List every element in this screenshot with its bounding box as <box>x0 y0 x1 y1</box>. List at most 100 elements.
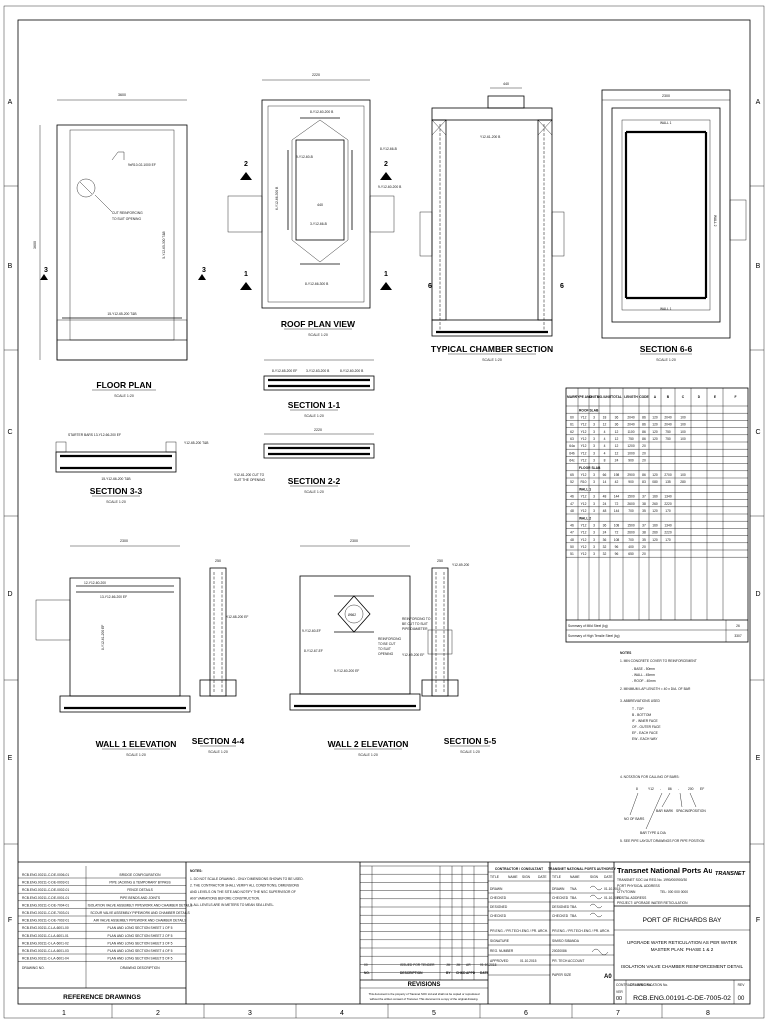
section-mark-1-right: 1 <box>384 271 388 278</box>
typical-section-scale: SCALE 1:20 <box>482 358 502 362</box>
notes-line: 2. MINIMUM LAP LENGTH = 40 x DIA. OF BAR <box>620 687 691 691</box>
schedule-cell: 47 <box>570 502 574 506</box>
schedule-cell: 18 <box>603 415 607 419</box>
drawing-border <box>17 19 751 1005</box>
ref-col-description: DRAWING DESCRIPTION <box>120 966 160 970</box>
schedule-summary-high-value: 3307 <box>734 634 742 638</box>
floor-plan-dim-side: 3600 <box>33 241 37 249</box>
section-22-note-1: Y12-61-200 CUT TO <box>234 473 265 477</box>
notes-line: B - BOTTOM <box>632 713 651 717</box>
section-44-bar: Y12-68-200 EF <box>226 615 248 619</box>
contractor-col: TITLE <box>490 875 500 879</box>
notes-line: EF - EACH FACE <box>632 731 659 735</box>
ref-drawing-description: SCOUR VALVE ASSEMBLY PIPEWORK AND CHAMBE… <box>90 911 190 915</box>
schedule-cell: 12 <box>615 430 619 434</box>
schedule-header: LENGTH <box>624 395 638 399</box>
roof-plan-dim-top: 2220 <box>312 73 320 77</box>
notation-label: NO OF BARS <box>624 817 645 821</box>
section-4-4-view: 250 Y12-68-200 EF SECTION 4-4 SCALE 1:20 <box>192 559 249 754</box>
schedule-header: TOTAL <box>611 395 622 399</box>
schedule-cell: Y12 <box>581 423 587 427</box>
schedule-cell: 3 <box>593 531 595 535</box>
general-note-line: 1. DO NOT SCALE DRAWING - ONLY DIMENSION… <box>190 877 304 881</box>
schedule-cell: 700 <box>628 509 634 513</box>
schedule-cell: 750 <box>665 430 671 434</box>
notes-line: IF - INNER FACE <box>632 719 658 723</box>
schedule-cell: 36 <box>603 523 607 527</box>
schedule-header: D <box>698 395 701 399</box>
schedule-cell: 47 <box>570 531 574 535</box>
section-1-1-view: 8-Y12-65-200 EF 3-Y12-63-200 B 8-Y12-60-… <box>263 359 375 418</box>
wall2-bar-1: 9-Y12-60-EF <box>302 629 321 633</box>
schedule-cell: 120 <box>652 437 658 441</box>
schedule-cell: Y12 <box>581 473 587 477</box>
tnpa-cell: DESIGNED <box>552 905 570 909</box>
section-33-scale: SCALE 1:20 <box>106 500 126 504</box>
grid-row-right-E: E <box>756 755 761 762</box>
schedule-cell: 61 <box>570 423 574 427</box>
schedule-cell: 32 <box>603 552 607 556</box>
notation-part: 86 <box>668 787 672 791</box>
typical-chamber-section-view: 440 Y12-61-200 B 6 6 TYPICAL CHAMBER SEC… <box>419 82 565 362</box>
grid-row-right-D: D <box>755 591 760 598</box>
notes-line: - ROOF - 40mm <box>632 679 656 683</box>
section-55-scale: SCALE 1:20 <box>460 750 480 754</box>
schedule-cell: 170 <box>665 538 671 542</box>
tnpa-col: SIGN <box>590 875 599 879</box>
tnpa-cell: TBA <box>570 905 577 909</box>
schedule-cell: 120 <box>652 473 658 477</box>
tnpa-name: SIMISO SIBANDA <box>552 939 580 943</box>
section-55-dim: 250 <box>437 559 443 563</box>
tnpa-signature <box>591 948 609 956</box>
schedule-cell: 100 <box>680 415 686 419</box>
schedule-cell: 2040 <box>664 423 672 427</box>
schedule-cell: Y12 <box>581 531 587 535</box>
section-11-bar-1: 8-Y12-65-200 EF <box>272 369 297 373</box>
schedule-cell: Y12 <box>581 430 587 434</box>
section-22-title: SECTION 2-2 <box>288 476 341 486</box>
schedule-cell: 4 <box>604 444 606 448</box>
tnpa-cell: CHECKED <box>552 914 569 918</box>
section-44-title: SECTION 4-4 <box>192 736 245 746</box>
schedule-cell: 48 <box>603 495 607 499</box>
grid-col-1: 1 <box>62 1010 66 1017</box>
section-3-3-view: STARTER BARS 13-Y12-66-200 EF Y12-65-200… <box>55 433 209 504</box>
schedule-cell: 144 <box>614 509 620 513</box>
schedule-cell: 260 <box>652 502 658 506</box>
ref-drawing-description: PLAN AND LONG SECTION SHEET 5 OF 5 <box>108 957 173 961</box>
floor-plan-title: FLOOR PLAN <box>96 380 151 390</box>
schedule-cell: 3 <box>593 415 595 419</box>
contractor-row: CHECKED <box>490 896 507 900</box>
schedule-cell: Y12 <box>581 523 587 527</box>
wall2-scale: SCALE 1:20 <box>358 753 378 757</box>
schedule-summary-high: Summary of High Tensile Steel (kg) <box>568 634 620 638</box>
wall2-bar-2: 8-Y12-67-EF <box>304 649 323 653</box>
notes-line: OF - OUTER FACE <box>632 725 661 729</box>
section-55-bar-1: Y12-69-200 <box>452 563 469 567</box>
ref-drawings-title: REFERENCE DRAWINGS <box>63 994 141 1001</box>
wall2-bar-3: 9-Y12-60-200 EF <box>334 669 359 673</box>
schedule-cell: 96 <box>615 552 619 556</box>
schedule-cell: 160 <box>652 523 658 527</box>
grid-row-right-A: A <box>756 99 761 106</box>
general-note-line: AND LEVELS ON THE SITE AND NOTIFY THE NS… <box>190 890 296 894</box>
notes-heading: NOTES <box>620 651 632 655</box>
wall2-note-4: OPENING <box>378 652 394 656</box>
general-notes-heading: NOTES: <box>190 869 202 873</box>
section-11-bar-2: 3-Y12-63-200 B <box>306 369 330 373</box>
schedule-cell: Y12 <box>581 509 587 513</box>
schedule-cell: 3 <box>593 523 595 527</box>
title-line-1: UPGRADE WATER RETICULATION AS PER WATER <box>627 940 738 945</box>
notes-line: - WALL - 45mm <box>632 673 655 677</box>
ref-drawing-number: RCB.ENG.00211-C-DE-7003-01 <box>22 911 69 915</box>
tnpa-col: NAME <box>570 875 580 879</box>
ver-label: VER <box>616 990 623 994</box>
grid-row-right-C: C <box>755 429 760 436</box>
ref-drawing-number: RCB.ENG.00211-C-DE-0006-01 <box>22 873 69 877</box>
tnpa-col: DATE <box>604 875 613 879</box>
contract-label: CONTRACT / SPECIFICATION No. <box>616 983 668 987</box>
schedule-cell: 42 <box>615 480 619 484</box>
wall1-scale: SCALE 1:20 <box>126 753 146 757</box>
schedule-cell: 080 <box>652 480 658 484</box>
